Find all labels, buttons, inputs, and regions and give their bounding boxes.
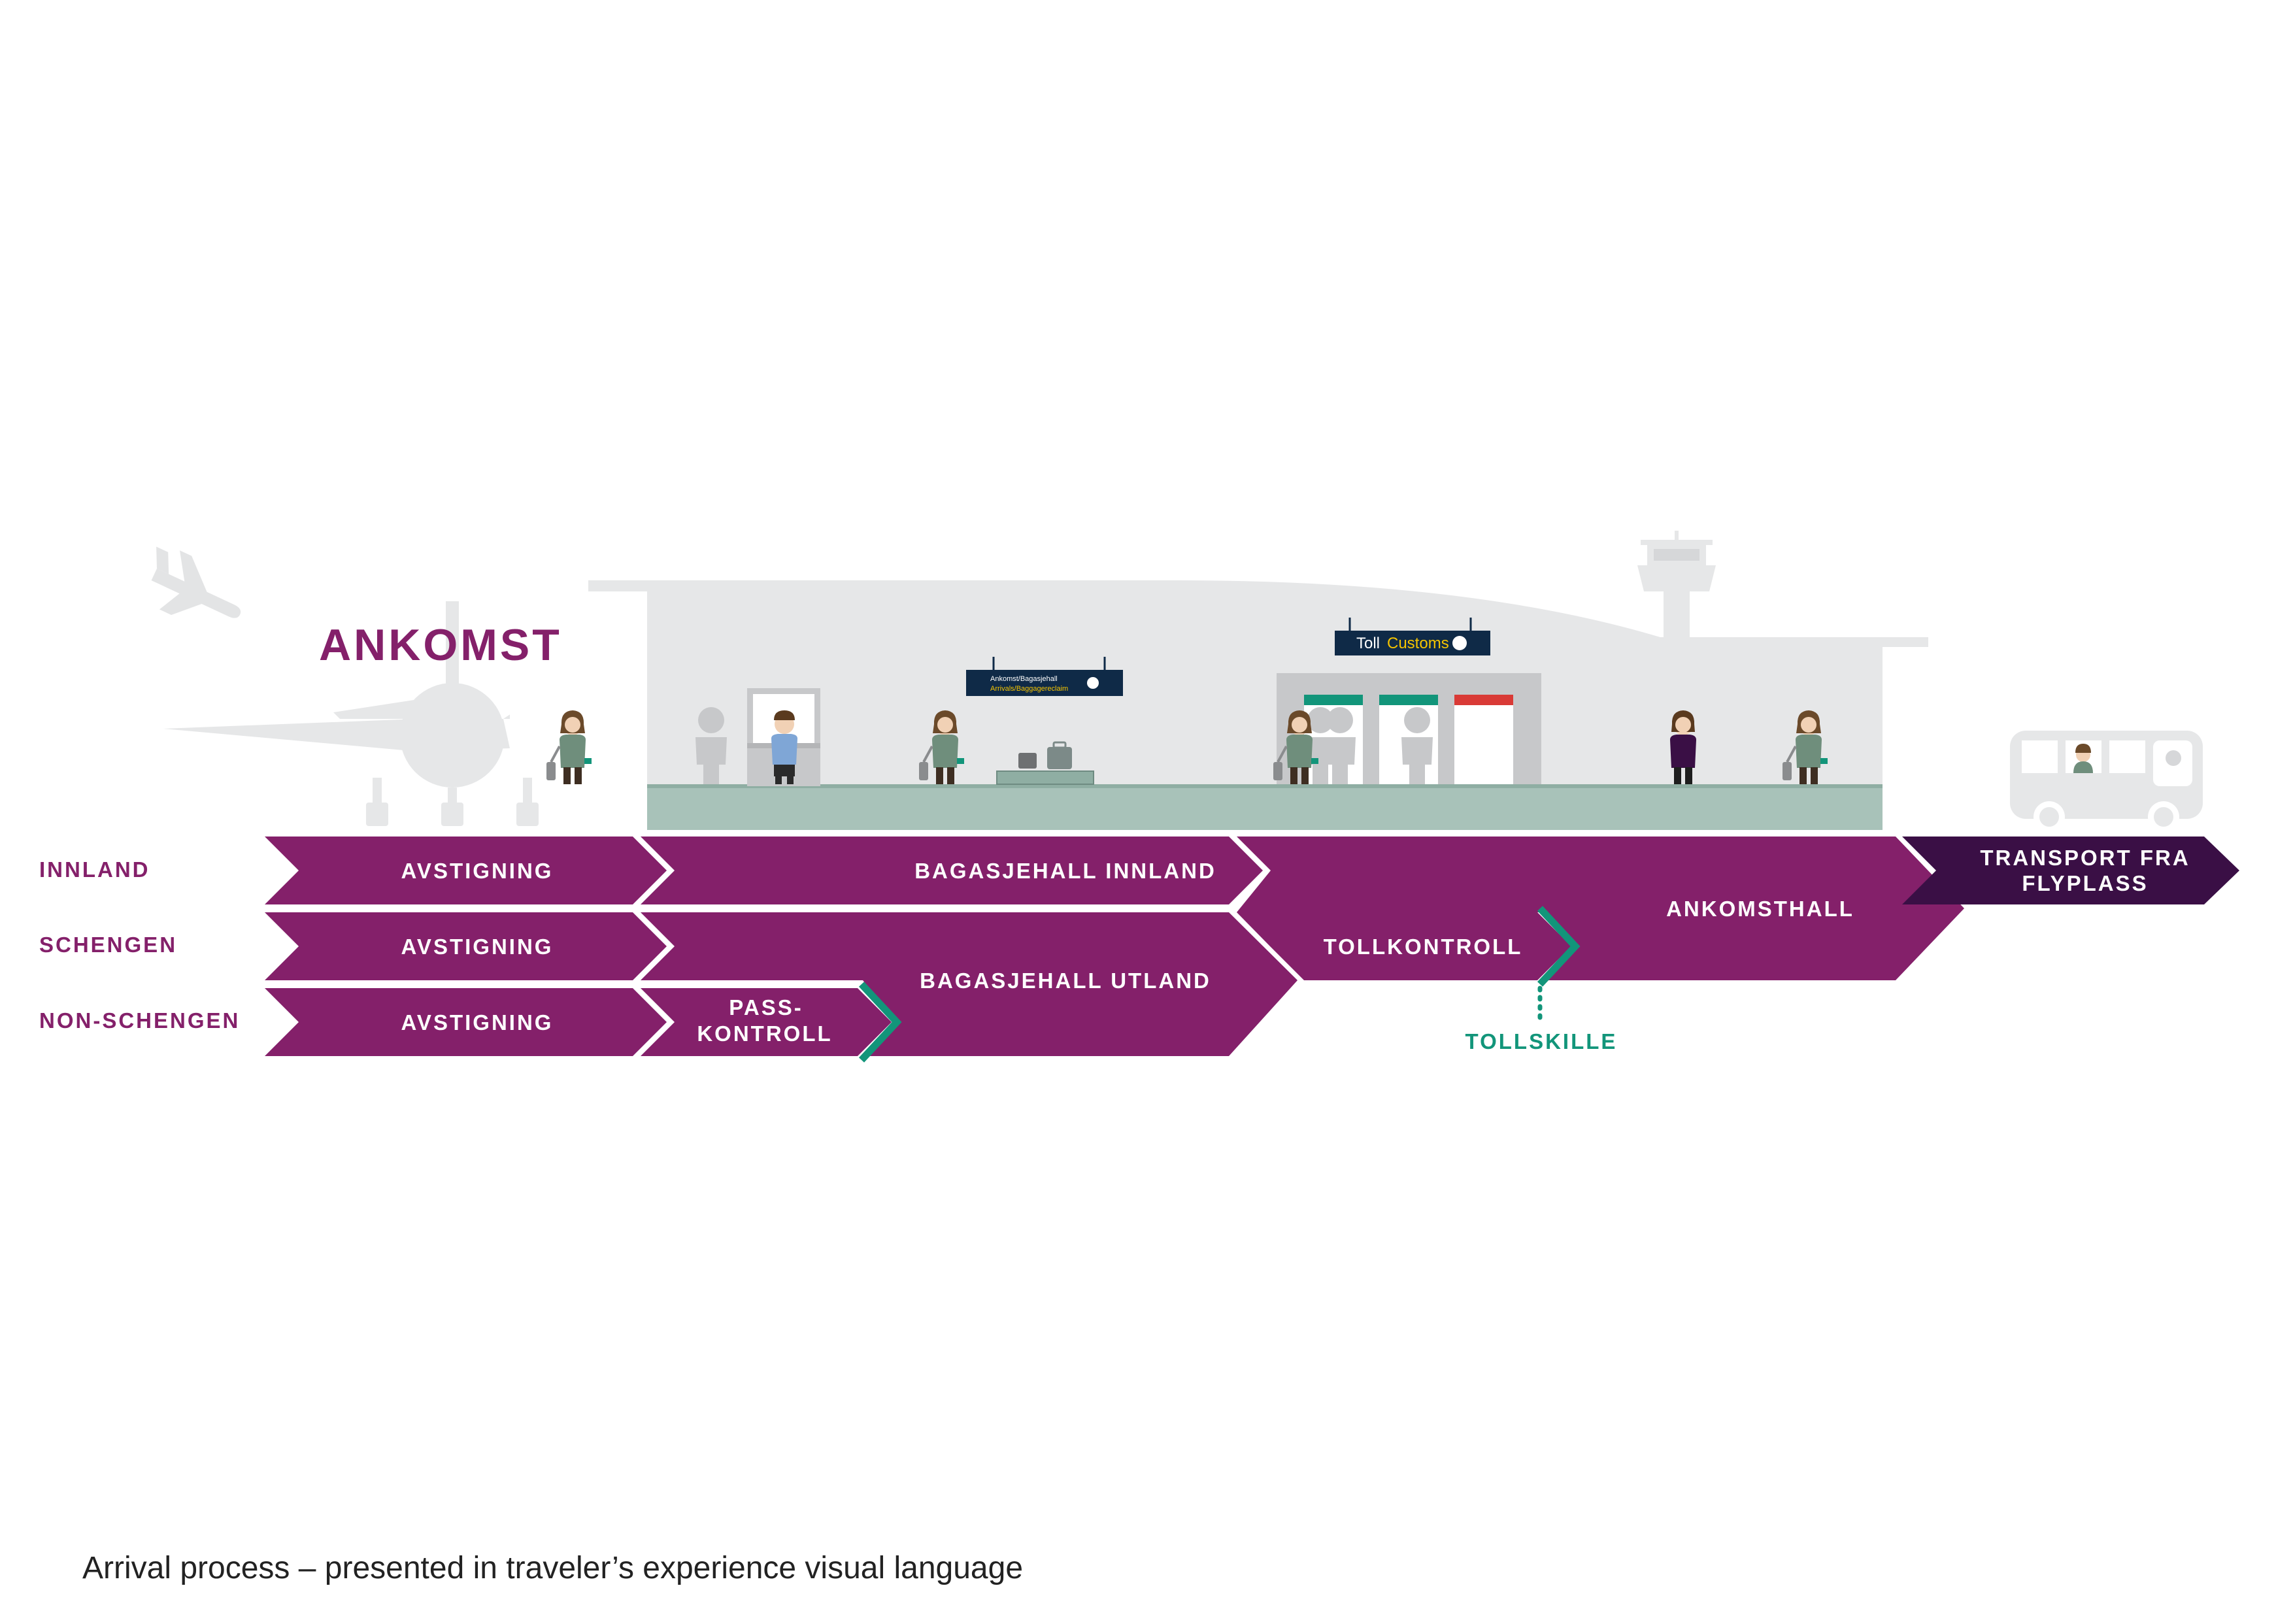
step-avstigning-innland bbox=[265, 837, 667, 904]
label-avstigning-innland: AVSTIGNING bbox=[401, 859, 554, 883]
passkontroll-check-marker bbox=[858, 982, 902, 1063]
baggage-sign-line2: Arrivals/Baggagereclaim bbox=[990, 685, 1068, 693]
step-tollkontroll bbox=[1237, 912, 1571, 980]
label-bagasjehall-innland: BAGASJEHALL INNLAND bbox=[914, 859, 1216, 883]
floor-edge bbox=[647, 784, 1883, 788]
label-transport-line1: TRANSPORT FRA bbox=[1980, 846, 2190, 870]
label-passkontroll-line1: PASS- bbox=[729, 995, 803, 1019]
process-flow bbox=[265, 837, 2239, 1063]
label-tollkontroll: TOLLKONTROLL bbox=[1324, 935, 1523, 959]
label-avstigning-schengen: AVSTIGNING bbox=[401, 935, 554, 959]
label-avstigning-non-schengen: AVSTIGNING bbox=[401, 1010, 554, 1035]
step-passkontroll bbox=[641, 988, 892, 1056]
customs-sign-toll: Toll bbox=[1356, 635, 1380, 652]
airport-scene: Ankomst/Bagasjehall Arrivals/Baggagerecl… bbox=[151, 531, 2203, 833]
airplane-takeoff-icon bbox=[151, 546, 241, 618]
control-tower-icon bbox=[1637, 531, 1716, 640]
step-transport bbox=[1902, 837, 2239, 904]
step-bagasjehall-innland bbox=[641, 837, 1263, 904]
bus-icon bbox=[2010, 731, 2203, 833]
airplane-icon bbox=[163, 601, 647, 826]
host-icon bbox=[1670, 710, 1696, 784]
terminal-floor bbox=[647, 784, 1883, 830]
tollkontroll-check-marker bbox=[1537, 906, 1581, 987]
traveler-icon bbox=[545, 709, 593, 786]
tollskille-label: TOLLSKILLE bbox=[1465, 1029, 1618, 1053]
label-ankomsthall: ANKOMSTHALL bbox=[1666, 897, 1854, 921]
customs-sign: Toll Customs bbox=[1335, 618, 1490, 655]
figure-caption: Arrival process – presented in traveler’… bbox=[82, 1551, 1024, 1585]
label-bagasjehall-utland: BAGASJEHALL UTLAND bbox=[920, 969, 1211, 993]
step-bagasjehall-utland bbox=[641, 912, 1297, 1056]
row-label-non-schengen: NON-SCHENGEN bbox=[39, 1008, 240, 1033]
row-label-innland: INNLAND bbox=[39, 857, 150, 882]
baggage-hall-sign: Ankomst/Bagasjehall Arrivals/Baggagerecl… bbox=[966, 657, 1123, 696]
row-label-schengen: SCHENGEN bbox=[39, 933, 177, 957]
step-ankomsthall bbox=[1237, 837, 1964, 980]
baggage-sign-icon bbox=[1087, 677, 1099, 689]
customs-sign-icon bbox=[1452, 636, 1467, 650]
luggage-icon bbox=[996, 741, 1094, 785]
step-avstigning-non-schengen bbox=[265, 988, 667, 1056]
officer-icon bbox=[771, 710, 797, 784]
page-title: ANKOMST bbox=[319, 620, 562, 670]
label-passkontroll-line2: KONTROLL bbox=[697, 1021, 832, 1046]
customs-sign-en: Customs bbox=[1387, 635, 1449, 652]
baggage-sign-line1: Ankomst/Bagasjehall bbox=[990, 675, 1058, 683]
step-avstigning-schengen bbox=[265, 912, 667, 980]
label-transport-line2: FLYPLASS bbox=[2022, 871, 2148, 895]
